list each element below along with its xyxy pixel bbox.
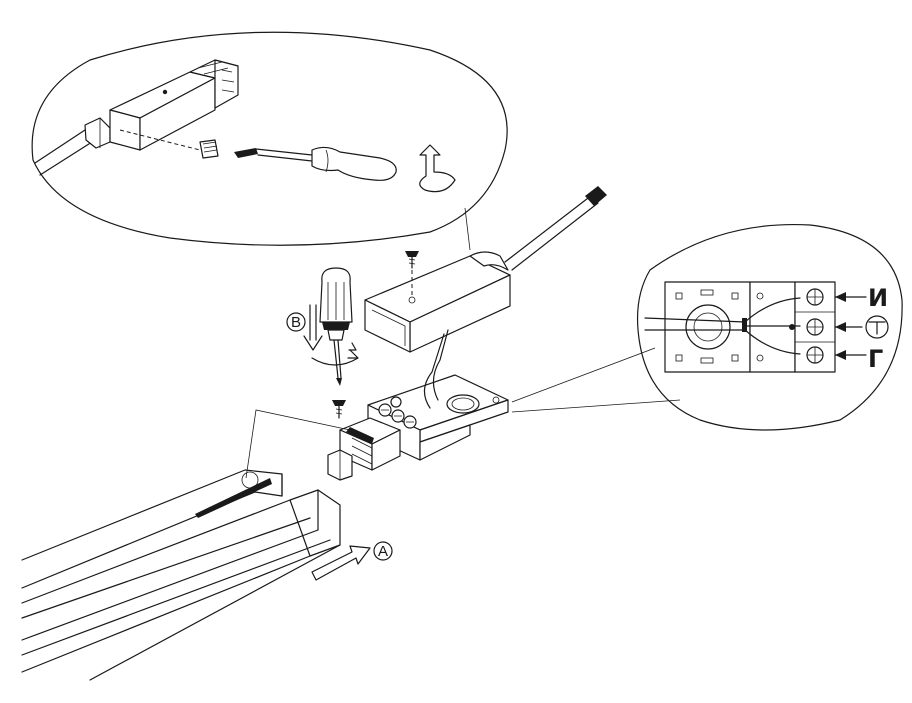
label-a-text: A (378, 543, 388, 560)
flat-screwdriver-detail (234, 146, 397, 181)
arrow-bottom (834, 350, 867, 360)
label-a: A (373, 541, 393, 561)
arrow-top (834, 292, 867, 302)
track-rail (21, 469, 341, 681)
terminal-screw-middle (806, 318, 824, 336)
terminal-screw-bottom (806, 346, 824, 364)
terminal-screw-top (806, 288, 824, 306)
connector-plug (327, 417, 401, 481)
label-b: B (286, 312, 306, 332)
terminal-screw (332, 400, 346, 419)
terminal-label-top: И (868, 284, 888, 312)
cover-housing (364, 251, 511, 353)
main-cable (504, 186, 607, 271)
label-b-text: B (291, 314, 301, 331)
connector-box-detail (109, 59, 239, 151)
set-screw-detail (199, 139, 219, 159)
cover-screw (405, 251, 419, 298)
detail-bubble-wiring: И Г (511, 223, 903, 431)
rotate-arrow-icon (419, 144, 456, 193)
arrow-middle (834, 322, 863, 332)
connector-base (367, 329, 509, 461)
slide-arrow-a (311, 545, 371, 581)
terminal-label-bottom: Г (868, 345, 883, 373)
ground-icon (865, 315, 889, 339)
detail-bubble-top (31, 31, 508, 246)
phillips-screwdriver (303, 267, 359, 386)
